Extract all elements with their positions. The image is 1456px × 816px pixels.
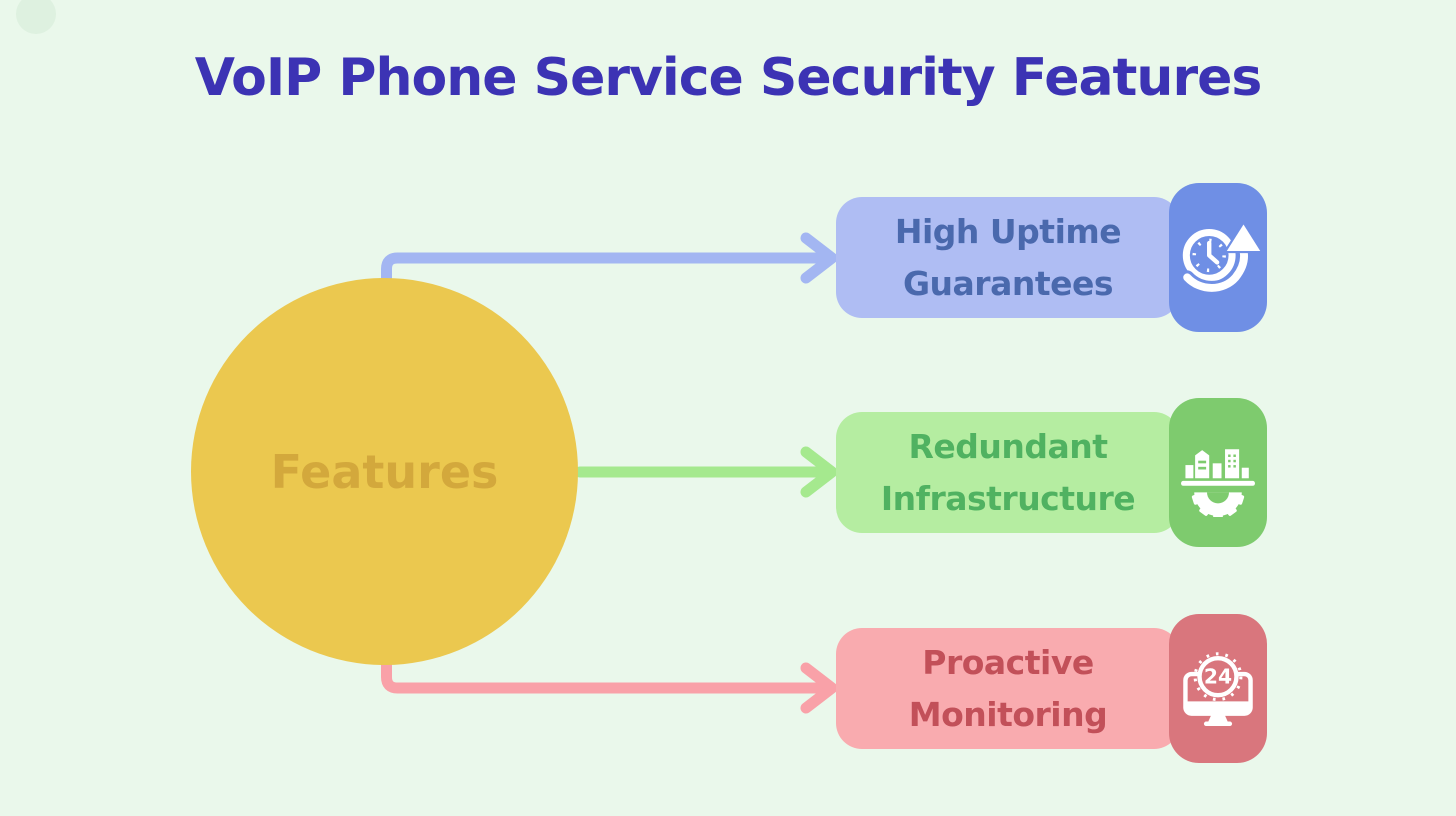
proactive-monitoring-icon-tile: 24 [1169,614,1267,763]
monitor-24-icon: 24 [1183,651,1253,726]
badge-24-text: 24 [1204,664,1232,688]
feature-row-high-uptime: High Uptime Guarantees [836,183,1267,332]
arrow-to-redundant-infrastructure [574,446,838,498]
proactive-monitoring-label: Proactive Monitoring [908,643,1108,734]
features-hub-circle: Features [191,278,578,665]
high-uptime-icon-tile [1169,183,1267,332]
clock-uptime-icon [1180,221,1262,295]
decorative-circle [16,0,56,34]
hub-label: Features [270,444,499,499]
proactive-monitoring-pill: Proactive Monitoring [836,628,1180,749]
feature-row-proactive-monitoring: Proactive Monitoring 24 [836,614,1267,763]
feature-row-redundant-infrastructure: Redundant Infrastructure [836,398,1267,547]
redundant-infrastructure-label: Redundant Infrastructure [880,427,1136,518]
arrow-to-proactive-monitoring [381,659,838,714]
buildings-gear-icon [1181,448,1255,517]
redundant-infrastructure-icon-tile [1169,398,1267,547]
arrow-to-high-uptime [381,232,838,284]
high-uptime-label: High Uptime Guarantees [894,212,1122,303]
page-title: VoIP Phone Service Security Features [194,48,1263,108]
high-uptime-pill: High Uptime Guarantees [836,197,1180,318]
redundant-infrastructure-pill: Redundant Infrastructure [836,412,1180,533]
